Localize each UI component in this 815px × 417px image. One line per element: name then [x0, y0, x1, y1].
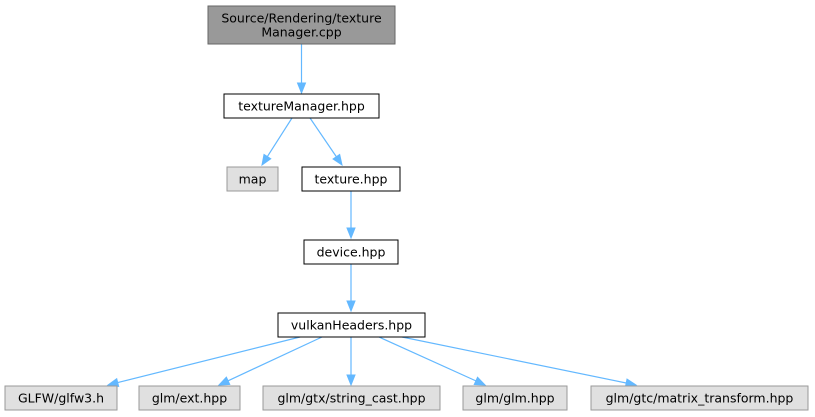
- node-label: map: [239, 172, 267, 187]
- node-texturemanager-cpp[interactable]: Source/Rendering/textureManager.cpp: [207, 5, 396, 45]
- node-box: [590, 385, 809, 411]
- edge-device-hpp-to-vulkanheaders-hpp: [346, 264, 356, 313]
- graph-nodes: Source/Rendering/textureManager.cpp textu…: [4, 5, 809, 411]
- arrowhead-icon: [346, 374, 356, 387]
- edge-vulkanheaders-hpp-to-glm-gtx-string-cast-hpp: [346, 337, 356, 387]
- edge-line: [309, 117, 337, 158]
- edge-texturemanager-cpp-to-texturemanager-hpp: [296, 44, 307, 95]
- node-glfw3-h: GLFW/glfw3.h: [4, 385, 118, 411]
- arrowhead-icon: [261, 153, 272, 167]
- node-box: [262, 385, 441, 411]
- node-label: Manager.cpp: [261, 25, 341, 40]
- edge-line: [401, 336, 627, 384]
- arrowhead-icon: [296, 82, 307, 95]
- node-box: [277, 312, 426, 338]
- node-label: glm/glm.hpp: [475, 391, 554, 406]
- node-glm-gtc-matrix-transform-hpp: glm/gtc/matrix_transform.hpp: [590, 385, 809, 411]
- node-glm-ext-hpp: glm/ext.hpp: [138, 385, 241, 411]
- node-box: [223, 93, 380, 119]
- edge-vulkanheaders-hpp-to-glm-gtc-matrix-transform-hpp: [401, 336, 638, 388]
- node-label: glm/gtc/matrix_transform.hpp: [606, 391, 794, 406]
- edge-line: [117, 336, 301, 384]
- arrowhead-icon: [217, 376, 231, 386]
- node-texturemanager-hpp[interactable]: textureManager.hpp: [223, 93, 380, 119]
- arrowhead-icon: [473, 376, 487, 386]
- arrowhead-icon: [106, 377, 120, 388]
- node-box: [4, 385, 118, 411]
- node-texture-hpp[interactable]: texture.hpp: [301, 166, 401, 192]
- node-label: glm/ext.hpp: [152, 391, 227, 406]
- node-label: texture.hpp: [315, 172, 388, 187]
- node-device-hpp[interactable]: device.hpp: [303, 239, 399, 265]
- node-glm-glm-hpp: glm/glm.hpp: [462, 385, 568, 411]
- edge-line: [266, 117, 293, 157]
- arrowhead-icon: [346, 227, 356, 240]
- edge-texturemanager-hpp-to-map: [261, 117, 293, 167]
- edge-texturemanager-hpp-to-texture-hpp: [309, 117, 343, 167]
- node-label: textureManager.hpp: [238, 99, 365, 114]
- edge-vulkanheaders-hpp-to-glm-ext-hpp: [217, 336, 323, 386]
- arrowhead-icon: [346, 300, 356, 313]
- node-box: [303, 239, 399, 265]
- node-box: [138, 385, 241, 411]
- edge-line: [378, 336, 477, 382]
- node-glm-gtx-string-cast-hpp: glm/gtx/string_cast.hpp: [262, 385, 441, 411]
- node-box: [301, 166, 401, 192]
- node-box: [226, 166, 279, 192]
- graph-edges: [106, 44, 638, 388]
- node-label: glm/gtx/string_cast.hpp: [277, 391, 425, 406]
- edge-vulkanheaders-hpp-to-glfw3-h: [106, 336, 301, 388]
- node-vulkanheaders-hpp[interactable]: vulkanHeaders.hpp: [277, 312, 426, 338]
- edge-texture-hpp-to-device-hpp: [346, 191, 356, 240]
- edge-vulkanheaders-hpp-to-glm-glm-hpp: [378, 336, 487, 386]
- node-label: GLFW/glfw3.h: [18, 391, 104, 406]
- arrowhead-icon: [332, 153, 343, 167]
- node-box: [462, 385, 568, 411]
- node-label: Source/Rendering/texture: [221, 11, 382, 26]
- node-label: vulkanHeaders.hpp: [291, 318, 412, 333]
- node-map: map: [226, 166, 279, 192]
- node-box: [207, 5, 396, 45]
- node-label: device.hpp: [317, 245, 386, 260]
- edge-line: [227, 336, 323, 382]
